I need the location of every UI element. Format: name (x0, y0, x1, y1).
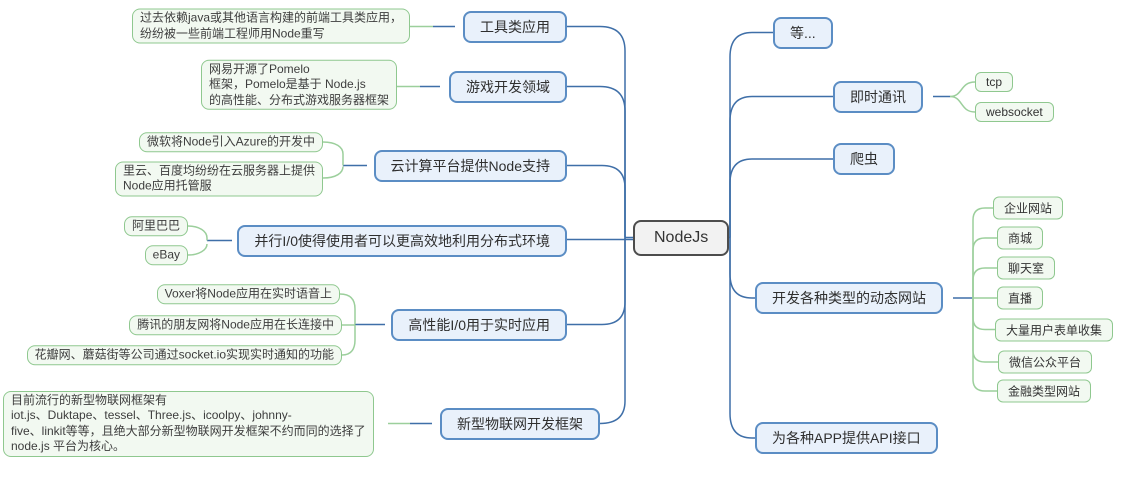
note-voxer[interactable]: Voxer将Node应用在实时语音上 (156, 284, 340, 304)
branch-game-dev[interactable]: 游戏开发领域 (449, 70, 567, 103)
note-socketio[interactable]: 花瓣网、蘑菇街等公司通过socket.io实现实时通知的功能 (26, 345, 342, 365)
note-alibaba[interactable]: 阿里巴巴 (123, 216, 188, 236)
branch-spider[interactable]: 爬虫 (833, 143, 895, 175)
note-cloud-hosting[interactable]: 里云、百度均纷纷在云服务器上提供 Node应用托管服 (114, 161, 323, 196)
note-tencent[interactable]: 腾讯的朋友网将Node应用在长连接中 (129, 315, 342, 335)
branch-instant-messaging[interactable]: 即时通讯 (833, 80, 923, 113)
child-websocket[interactable]: websocket (975, 102, 1054, 122)
child-live-streaming[interactable]: 直播 (997, 286, 1044, 310)
child-enterprise-site[interactable]: 企业网站 (993, 196, 1064, 220)
branch-high-performance-io[interactable]: 高性能I/0用于实时应用 (391, 308, 567, 341)
child-chatroom[interactable]: 聊天室 (997, 256, 1056, 280)
child-tcp[interactable]: tcp (975, 72, 1014, 92)
branch-tool-apps[interactable]: 工具类应用 (463, 10, 567, 43)
blue-connectors (207, 25, 973, 439)
branch-parallel-io[interactable]: 并行I/0使得使用者可以更高效地利用分布式环境 (237, 224, 567, 257)
child-wechat-platform[interactable]: 微信公众平台 (998, 350, 1093, 374)
child-mall[interactable]: 商城 (997, 226, 1044, 250)
branch-iot-frameworks[interactable]: 新型物联网开发框架 (440, 407, 600, 440)
green-connectors (187, 25, 998, 425)
branch-api-for-apps[interactable]: 为各种APP提供API接口 (755, 422, 938, 454)
child-finance-site[interactable]: 金融类型网站 (997, 379, 1092, 403)
note-pomelo[interactable]: 网易开源了Pomelo 框架，Pomelo是基于 Node.js 的高性能、分布… (200, 59, 397, 110)
note-tool-apps[interactable]: 过去依赖java或其他语言构建的前端工具类应用， 纷纷被一些前端工程师用Node… (131, 8, 410, 44)
branch-dynamic-websites[interactable]: 开发各种类型的动态网站 (755, 282, 943, 314)
note-iot-frameworks[interactable]: 目前流行的新型物联网框架有 iot.js、Duktape、tessel、Thre… (3, 390, 374, 457)
note-azure[interactable]: 微软将Node引入Azure的开发中 (138, 132, 323, 152)
branch-cloud-node-support[interactable]: 云计算平台提供Node支持 (373, 149, 567, 182)
center-node-nodejs[interactable]: NodeJs (633, 219, 730, 256)
child-form-collection[interactable]: 大量用户表单收集 (995, 318, 1114, 341)
branch-etc[interactable]: 等... (773, 16, 833, 49)
note-ebay[interactable]: eBay (144, 245, 188, 265)
